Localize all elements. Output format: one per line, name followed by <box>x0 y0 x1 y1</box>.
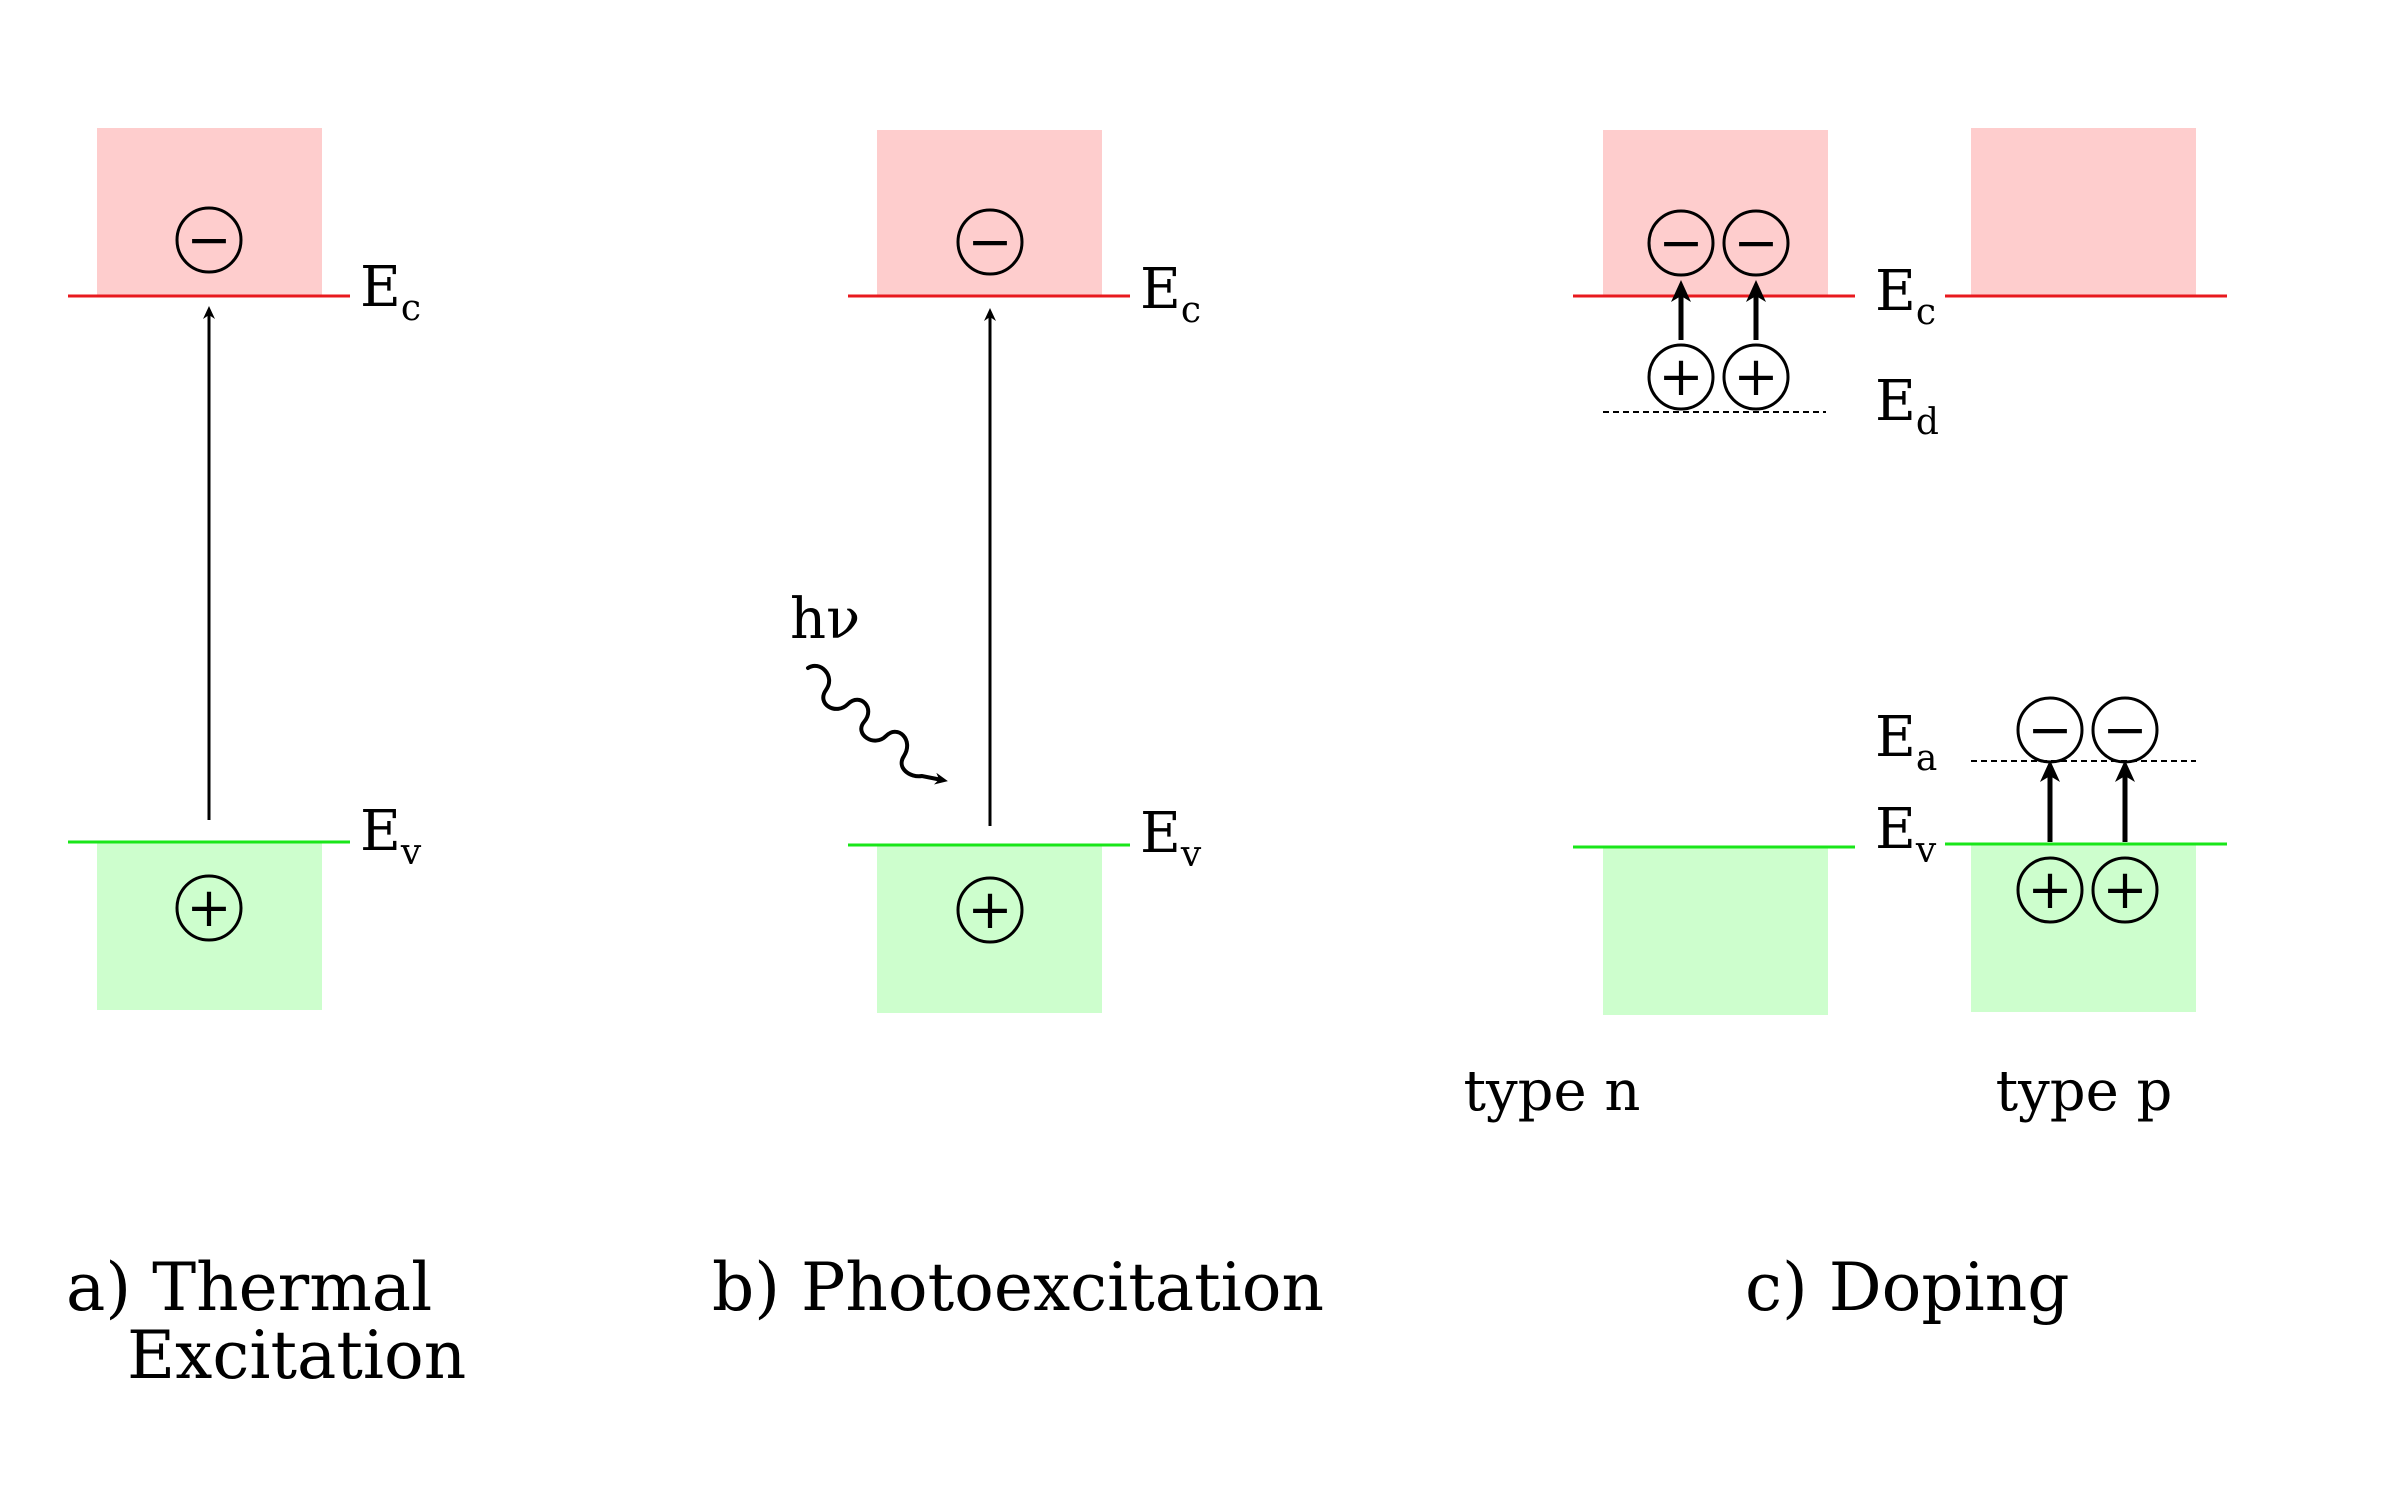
conduction-band <box>97 128 322 296</box>
ec-label: Ec <box>1875 259 1936 333</box>
valence-band <box>877 845 1102 1013</box>
svg-text:+: + <box>2102 858 2147 921</box>
ec-label: Ec <box>360 255 421 329</box>
valence-band <box>1603 847 1828 1015</box>
svg-text:−: − <box>1733 211 1778 274</box>
svg-text:+: + <box>1733 345 1778 408</box>
caption: b) Photoexcitation <box>712 1249 1324 1326</box>
electron-icon: − <box>2091 696 2159 764</box>
svg-text:−: − <box>1658 211 1703 274</box>
svg-text:−: − <box>2027 698 2072 761</box>
ev-label: Ev <box>1875 797 1937 871</box>
electron-icon: − <box>956 208 1024 276</box>
svg-text:+: + <box>186 876 231 939</box>
hole-icon: + <box>1722 343 1790 411</box>
hole-icon: + <box>956 876 1024 944</box>
ev-label: Ev <box>1140 801 1202 875</box>
ec-label: Ec <box>1140 257 1201 331</box>
ea-label: Ea <box>1875 705 1937 779</box>
ed-label: Ed <box>1875 369 1939 443</box>
svg-text:+: + <box>2027 858 2072 921</box>
type-n-label: type n <box>1464 1059 1641 1124</box>
valence-band <box>97 842 322 1010</box>
caption: c) Doping <box>1745 1249 2069 1326</box>
svg-text:+: + <box>967 878 1012 941</box>
caption-line-1: a) Thermal <box>66 1249 432 1326</box>
svg-text:+: + <box>1658 345 1703 408</box>
electron-icon: − <box>1722 209 1790 277</box>
svg-text:−: − <box>186 208 231 271</box>
conduction-band <box>877 130 1102 296</box>
conduction-band <box>1971 128 2196 296</box>
caption-line-2: Excitation <box>127 1317 466 1394</box>
photon-icon <box>806 664 948 785</box>
svg-text:−: − <box>2102 698 2147 761</box>
svg-text:−: − <box>967 210 1012 273</box>
electron-icon: − <box>1647 209 1715 277</box>
panel-thermal: − + Ec Ev a) Thermal Excitation <box>66 128 466 1394</box>
electron-icon: − <box>175 206 243 274</box>
photon-label: hν <box>790 587 860 652</box>
electron-icon: − <box>2016 696 2084 764</box>
panel-photoexcitation: − + hν Ec Ev b) Photoexcitation <box>712 130 1324 1326</box>
hole-icon: + <box>175 874 243 942</box>
hole-icon: + <box>2016 856 2084 924</box>
panel-doping: − − + + type n Ec Ed Ea Ev <box>1464 128 2227 1326</box>
type-p-diagram: − − + + type p <box>1945 128 2227 1124</box>
type-n-diagram: − − + + type n <box>1464 130 1855 1124</box>
valence-band <box>1971 844 2196 1012</box>
ev-label: Ev <box>360 799 422 873</box>
conduction-band <box>1603 130 1828 296</box>
type-p-label: type p <box>1996 1059 2173 1124</box>
hole-icon: + <box>2091 856 2159 924</box>
hole-icon: + <box>1647 343 1715 411</box>
